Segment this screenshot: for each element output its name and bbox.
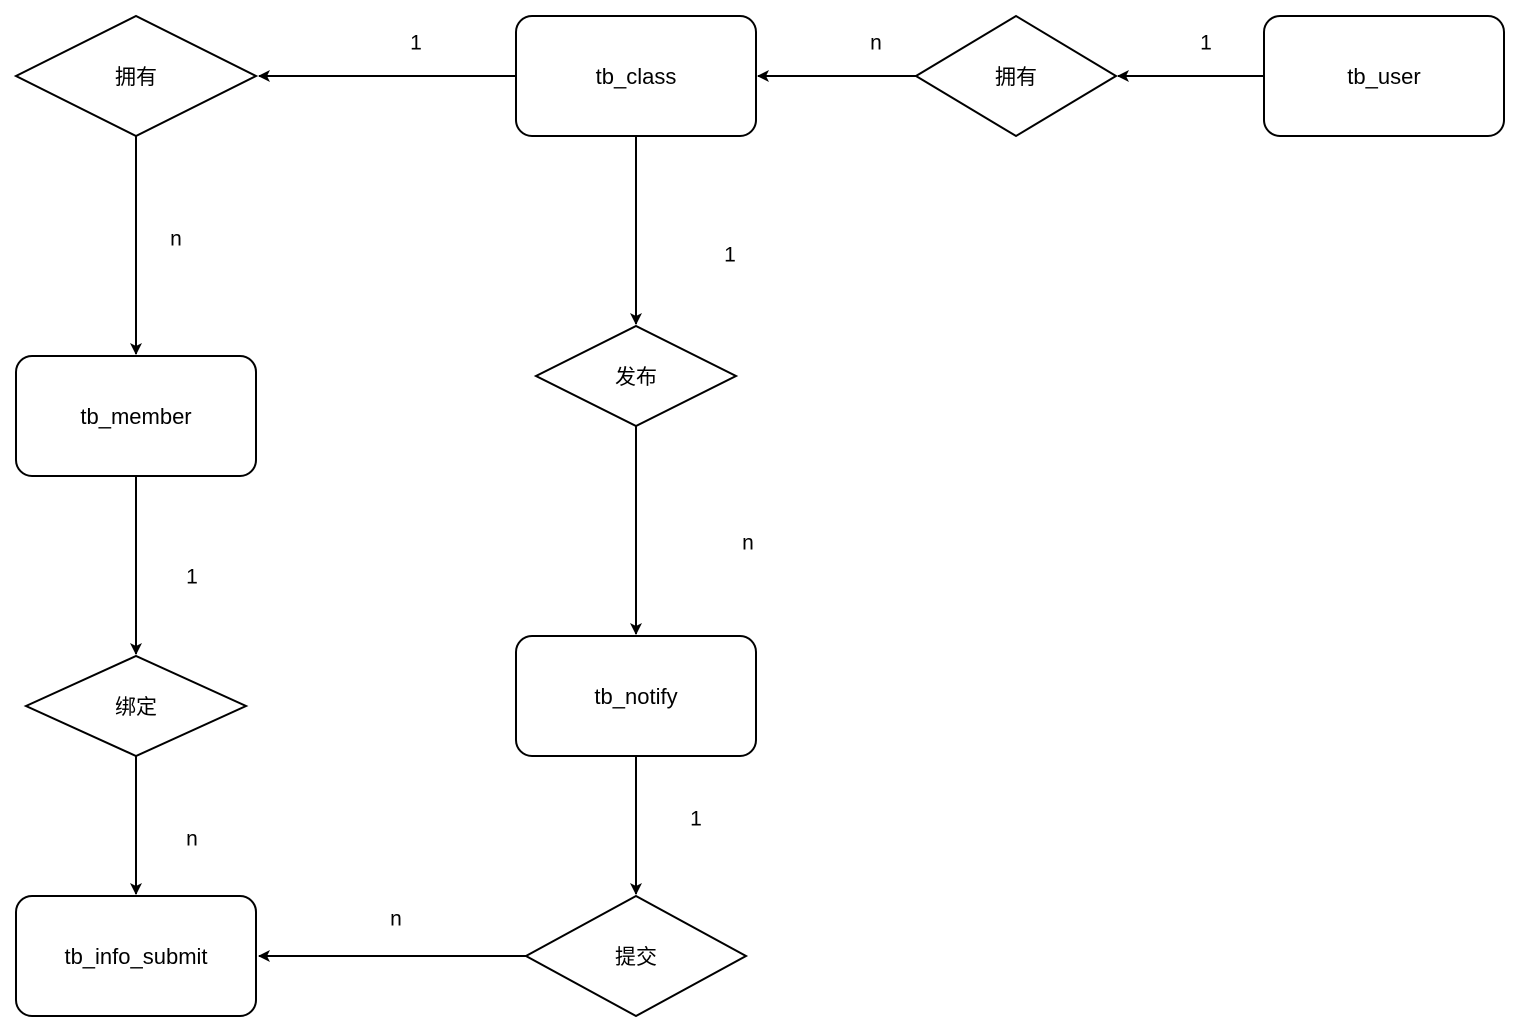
cardinality-publish-to-notify: n [742, 532, 754, 555]
entity-tb-info-submit[interactable]: tb_info_submit [15, 895, 257, 1017]
cardinality-submit-to-info: n [390, 908, 402, 931]
relationship-bind[interactable]: 绑定 [23, 654, 249, 758]
relationship-publish-label: 发布 [615, 365, 657, 389]
cardinality-notify-to-submit: 1 [690, 808, 702, 831]
relationship-user-class-label: 拥有 [995, 65, 1037, 89]
relationship-user-class[interactable]: 拥有 [914, 14, 1118, 138]
entity-tb-notify[interactable]: tb_notify [515, 635, 757, 757]
cardinality-class-to-rel: 1 [410, 32, 422, 55]
entity-tb-notify-label: tb_notify [594, 684, 677, 709]
relationship-submit[interactable]: 提交 [523, 894, 749, 1018]
cardinality-member-to-bind: 1 [186, 566, 198, 589]
cardinality-class-to-publish: 1 [724, 244, 736, 267]
relationship-class-member[interactable]: 拥有 [13, 14, 259, 138]
cardinality-bind-to-submit: n [186, 828, 198, 851]
entity-tb-class-label: tb_class [596, 64, 677, 89]
relationship-submit-label: 提交 [615, 945, 657, 969]
cardinality-rel-to-class: n [870, 32, 882, 55]
cardinality-user-to-rel: 1 [1200, 32, 1212, 55]
entity-tb-user-label: tb_user [1347, 64, 1420, 89]
relationship-bind-label: 绑定 [115, 695, 157, 719]
cardinality-rel-to-member: n [170, 228, 182, 251]
relationship-class-member-label: 拥有 [115, 65, 157, 89]
entity-tb-info-submit-label: tb_info_submit [64, 944, 207, 969]
entity-tb-member[interactable]: tb_member [15, 355, 257, 477]
entity-tb-member-label: tb_member [80, 404, 191, 429]
relationship-publish[interactable]: 发布 [533, 324, 739, 428]
entity-tb-class[interactable]: tb_class [515, 15, 757, 137]
entity-tb-user[interactable]: tb_user [1263, 15, 1505, 137]
